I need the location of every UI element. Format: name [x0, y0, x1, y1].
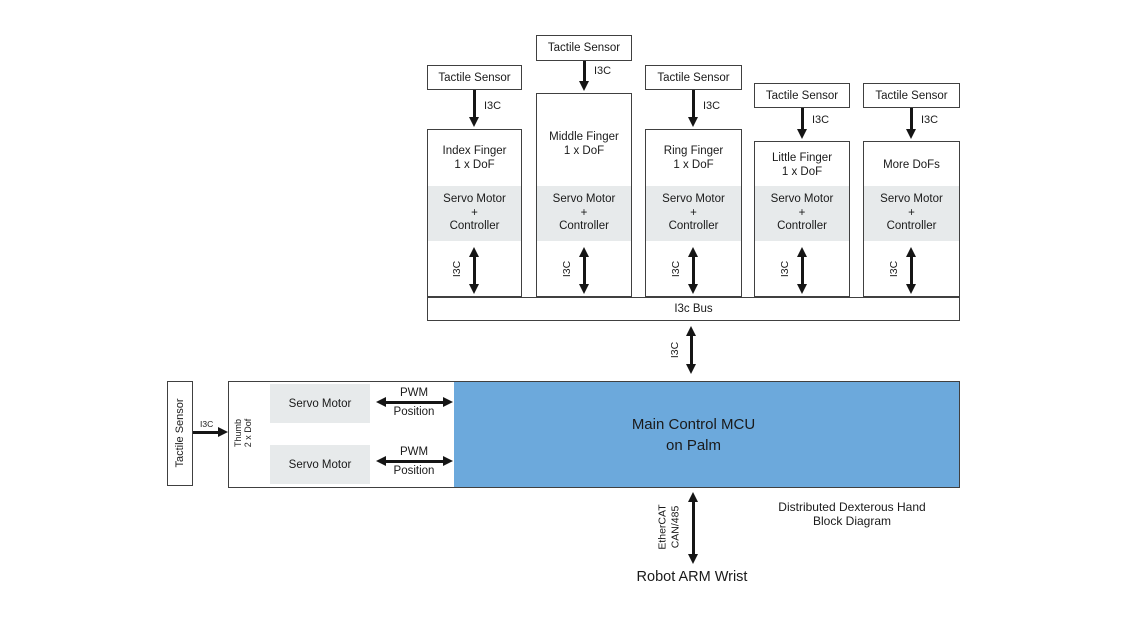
tactile-sensor-box: Tactile Sensor: [427, 65, 522, 90]
finger-title: Index Finger 1 x DoF: [442, 145, 507, 171]
i3c-link-label: I3C: [703, 100, 721, 112]
i3c-bus-link-label: I3C: [451, 260, 463, 278]
servo-controller-section: Servo Motor + Controller: [646, 186, 741, 241]
i3c-link-label: I3C: [812, 114, 830, 126]
tactile-sensor-label: Tactile Sensor: [765, 89, 839, 102]
i3c-down-arrow-icon: [906, 108, 915, 139]
i3c-down-arrow-icon: [579, 61, 588, 91]
pwm-position-arrow-1-icon: [376, 397, 453, 406]
i3c-double-arrow-icon: [688, 247, 697, 294]
i3c-bus-link-label: I3C: [888, 260, 900, 278]
pwm-label-1: PWM: [399, 387, 429, 399]
i3c-bus-link-label: I3C: [670, 260, 682, 278]
i3c-down-arrow-icon: [688, 90, 697, 127]
finger-title: Middle Finger 1 x DoF: [549, 131, 619, 157]
i3c-link-label: I3C: [484, 100, 502, 112]
i3c-bus-mcu-arrow-icon: [686, 326, 695, 374]
i3c-bus-link-label: I3C: [561, 260, 573, 278]
i3c-bus-link-label: I3C: [779, 260, 791, 278]
tactile-sensor-box: Tactile Sensor: [754, 83, 850, 108]
robot-arm-wrist-label: Robot ARM Wrist: [636, 569, 748, 585]
thumb-i3c-label: I3C: [200, 419, 214, 429]
i3c-link-label: I3C: [921, 114, 939, 126]
mcu-label-line2: on Palm: [665, 436, 722, 454]
i3c-double-arrow-icon: [797, 247, 806, 294]
tactile-sensor-box: Tactile Sensor: [645, 65, 742, 90]
thumb-tactile-sensor-label: Tactile Sensor: [174, 398, 186, 468]
i3c-down-arrow-icon: [469, 90, 478, 127]
i3c-double-arrow-icon: [579, 247, 588, 294]
thumb-servo-motor-2: Servo Motor: [270, 445, 370, 484]
i3c-double-arrow-icon: [469, 247, 478, 294]
i3c-bus-mcu-label: I3C: [669, 341, 681, 359]
i3c-link-label: I3C: [594, 65, 612, 77]
servo-controller-section: Servo Motor + Controller: [537, 186, 631, 241]
thumb-section-label: Thumb 2 x Dof: [233, 418, 253, 448]
finger-title: Little Finger 1 x DoF: [771, 152, 833, 178]
finger-title: More DoFs: [883, 159, 940, 171]
i3c-bus-bar: I3c Bus: [427, 297, 960, 321]
i3c-bus-label: I3c Bus: [674, 303, 713, 315]
pwm-label-2: PWM: [399, 446, 429, 458]
main-control-mcu: Main Control MCU on Palm: [454, 382, 959, 487]
servo-controller-section: Servo Motor + Controller: [755, 186, 849, 241]
thumb-servo-motor-1: Servo Motor: [270, 384, 370, 423]
thumb-i3c-arrow-icon: [193, 427, 228, 436]
tactile-sensor-label: Tactile Sensor: [438, 71, 511, 84]
servo-controller-section: Servo Motor + Controller: [428, 186, 521, 241]
i3c-down-arrow-icon: [797, 108, 806, 139]
thumb-tactile-sensor-box: [167, 381, 193, 486]
ethercat-arrow-icon: [688, 492, 697, 564]
tactile-sensor-box: Tactile Sensor: [536, 35, 632, 61]
position-label-1: Position: [393, 406, 435, 418]
diagram-caption: Distributed Dexterous Hand Block Diagram: [778, 500, 926, 528]
mcu-label-line1: Main Control MCU: [631, 415, 756, 433]
wrist-link-label: EtherCAT CAN/485: [656, 504, 682, 550]
finger-title: Ring Finger 1 x DoF: [663, 145, 724, 171]
finger-block-index: Index Finger 1 x DoF Servo Motor + Contr…: [427, 129, 522, 297]
pwm-position-arrow-2-icon: [376, 456, 453, 465]
tactile-sensor-box: Tactile Sensor: [863, 83, 960, 108]
tactile-sensor-label: Tactile Sensor: [657, 71, 730, 84]
tactile-sensor-label: Tactile Sensor: [875, 89, 948, 102]
servo-controller-section: Servo Motor + Controller: [864, 186, 959, 241]
tactile-sensor-label: Tactile Sensor: [547, 42, 621, 54]
position-label-2: Position: [393, 465, 435, 477]
i3c-double-arrow-icon: [906, 247, 915, 294]
